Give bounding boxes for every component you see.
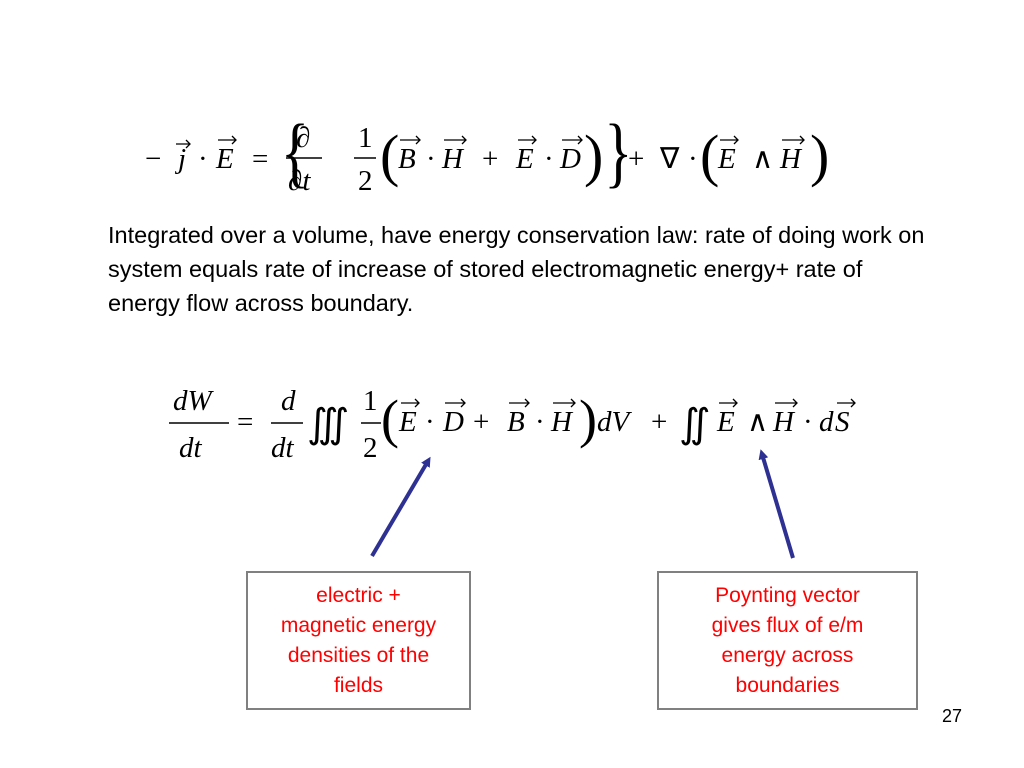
eq-E: E [716, 406, 735, 438]
eq-dt: dt [179, 432, 203, 464]
eq-H: H [441, 143, 465, 175]
eq-E: E [717, 143, 736, 175]
eq-plus: + [651, 406, 667, 438]
integral-energy-equation: dW dt = d dt ∭ 1 2 ( E · D + B · H ) dV … [169, 385, 856, 464]
eq-D: D [559, 143, 581, 175]
eq-dW: dW [173, 385, 215, 417]
left-paren: ( [381, 389, 399, 449]
callout-line: densities of the [287, 643, 430, 667]
callout-line: electric + [316, 583, 401, 607]
eq-wedge: ∧ [752, 143, 773, 175]
vector-arrow [837, 398, 856, 408]
vector-arrow [401, 398, 420, 408]
left-curly-brace: { [281, 109, 309, 195]
eq-dot: · [688, 143, 698, 175]
eq-nabla: ∇ [659, 143, 680, 175]
eq-dot: · [535, 406, 545, 438]
eq-j: j [174, 143, 186, 175]
eq-dot: · [544, 143, 554, 175]
eq-dot: · [803, 406, 813, 438]
right-paren: ) [579, 389, 597, 449]
vector-arrow [445, 398, 466, 408]
callout-line: fields [333, 673, 383, 697]
eq-equals: = [252, 143, 268, 175]
left-paren: ( [700, 123, 719, 188]
callout-line: magnetic energy [280, 613, 437, 637]
eq-plus: + [628, 143, 644, 175]
slide-number: 27 [941, 706, 962, 726]
eq-D: D [442, 406, 464, 438]
eq-dot: · [198, 143, 208, 175]
eq-two: 2 [363, 432, 378, 464]
eq-one: 1 [363, 385, 378, 417]
eq-S: S [835, 406, 850, 438]
eq-two: 2 [358, 165, 373, 197]
double-integral: ∬ [679, 401, 711, 446]
vector-arrow [518, 135, 537, 145]
energy-conservation-equation: − j · E = ∂ ∂t { 1 2 ( B · H + E · D ) [145, 109, 829, 197]
arrow-to-energy-density [370, 456, 431, 558]
callout-line: energy across [721, 643, 854, 667]
eq-dot: · [425, 406, 435, 438]
eq-wedge: ∧ [747, 406, 768, 438]
poynting-vector-callout: Poynting vector gives flux of e/m energy… [657, 571, 918, 710]
eq-plus: + [473, 406, 489, 438]
eq-equals: = [237, 406, 253, 438]
vector-arrow [782, 135, 805, 145]
eq-H: H [779, 143, 803, 175]
eq-E: E [398, 406, 417, 438]
eq-minus: − [145, 143, 161, 175]
eq-E: E [515, 143, 534, 175]
callout-line: gives flux of e/m [711, 613, 864, 637]
eq-B: B [507, 406, 525, 438]
vector-arrow [553, 398, 576, 408]
vector-arrow [176, 139, 191, 149]
callout-line: boundaries [735, 673, 840, 697]
eq-E: E [215, 143, 234, 175]
eq-H: H [550, 406, 574, 438]
eq-partial: ∂ [296, 122, 310, 154]
vector-arrow [400, 135, 421, 145]
right-paren: ) [810, 123, 829, 188]
vector-arrow [509, 398, 530, 408]
left-paren: ( [380, 123, 399, 188]
explanation-paragraph: Integrated over a volume, have energy co… [108, 222, 925, 316]
right-curly-brace: } [604, 109, 632, 195]
eq-B: B [398, 143, 416, 175]
eq-plus: + [482, 143, 498, 175]
vector-arrow [562, 135, 583, 145]
energy-density-callout: electric + magnetic energy densities of … [246, 571, 471, 710]
vector-arrow [720, 135, 739, 145]
eq-dV: dV [597, 406, 633, 438]
eq-partial-t: ∂t [288, 165, 311, 197]
eq-dS-d: d [819, 406, 834, 438]
vector-arrow [719, 398, 738, 408]
eq-H: H [772, 406, 796, 438]
eq-dt: dt [271, 432, 295, 464]
eq-dot: · [426, 143, 436, 175]
vector-arrow [444, 135, 467, 145]
callout-line: Poynting vector [715, 583, 860, 607]
right-paren: ) [584, 123, 603, 188]
vector-arrow [775, 398, 798, 408]
triple-integral: ∭ [307, 401, 349, 446]
eq-one: 1 [358, 122, 373, 154]
eq-d: d [281, 385, 296, 417]
vector-arrow [218, 135, 237, 145]
